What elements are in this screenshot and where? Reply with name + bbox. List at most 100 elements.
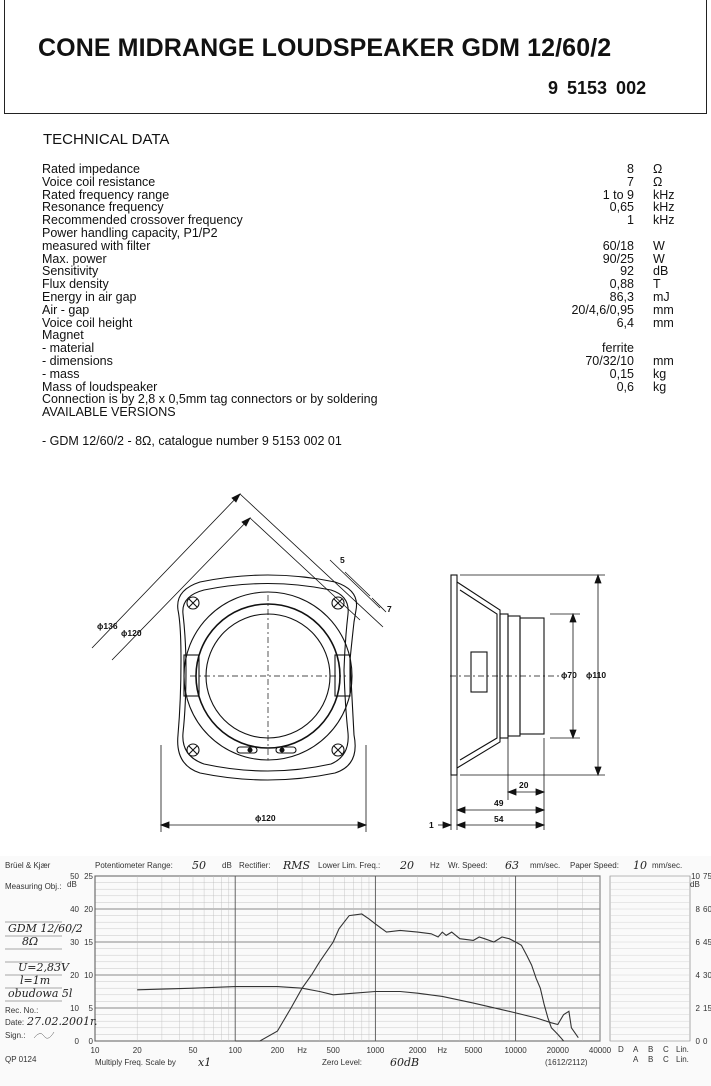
- paper-speed-unit: mm/sec.: [652, 861, 682, 870]
- spec-unit: kg: [653, 366, 667, 381]
- spec-value: 0,15: [609, 366, 634, 381]
- spec-unit: mm: [653, 353, 674, 368]
- rec-no-label: Rec. No.:: [5, 1006, 38, 1015]
- spec-unit: Ω: [653, 174, 663, 189]
- lower-lim-value: 20: [399, 859, 414, 872]
- spec-row: AVAILABLE VERSIONS: [42, 406, 682, 419]
- x-tick-label: 100: [229, 1046, 243, 1055]
- weighting-label: A: [633, 1045, 639, 1054]
- y-tick-right-outer: 75: [703, 872, 711, 881]
- rectifier-label: Rectifier:: [239, 861, 271, 870]
- y-tick-right-outer: 15: [703, 1004, 711, 1013]
- dim-d110: ϕ110: [586, 670, 606, 680]
- y-tick-left-outer: 0: [75, 1037, 80, 1046]
- y-tick-left-outer: 40: [70, 905, 79, 914]
- spec-row: Connection is by 2,8 x 0,5mm tag connect…: [42, 393, 682, 406]
- spec-row: Energy in air gap 86,3 mJ: [42, 291, 682, 304]
- spec-row: Power handling capacity, P1/P2: [42, 227, 682, 240]
- dim-54: 54: [494, 814, 504, 824]
- spec-row: - mass 0,15 kg: [42, 366, 682, 381]
- available-version-line: - GDM 12/60/2 - 8Ω, catalogue number 9 5…: [42, 434, 342, 448]
- spec-label: Sensitivity: [42, 264, 99, 279]
- spec-unit: mm: [653, 302, 674, 317]
- paper-speed-label: Paper Speed:: [570, 861, 619, 870]
- series-line-2: [137, 986, 579, 1039]
- sign-label: Sign.:: [5, 1031, 25, 1040]
- x-tick-label: 20000: [547, 1046, 570, 1055]
- spec-value: 6,4: [616, 315, 634, 330]
- spec-unit: mm: [653, 315, 674, 330]
- dim-d120-bottom: ϕ120: [255, 813, 276, 823]
- weighting-label: D: [618, 1045, 624, 1054]
- obj-line3: U=2,83V: [18, 961, 70, 974]
- technical-data-heading: TECHNICAL DATA: [43, 131, 170, 148]
- spec-label: Resonance frequency: [42, 200, 164, 215]
- y-tick-left-inner: 25: [84, 872, 93, 881]
- spec-value: 86,3: [609, 289, 634, 304]
- header-frame: [4, 0, 707, 114]
- front-view: [177, 574, 358, 781]
- spec-label: Rated impedance: [42, 162, 140, 176]
- y-tick-right-outer: 0: [703, 1037, 708, 1046]
- weighting-label: C: [663, 1045, 669, 1054]
- spec-label: measured with filter: [42, 238, 151, 253]
- dim-d70: ϕ70: [561, 670, 577, 680]
- date-value: 27.02.2001r.: [26, 1015, 98, 1028]
- dim-1: 1: [429, 820, 434, 830]
- spec-row: Rated frequency range 1 to 9 kHz: [42, 187, 682, 202]
- spec-value: 1: [627, 213, 634, 228]
- spec-value: 20/4,6/0,95: [571, 302, 634, 317]
- spec-value: 1 to 9: [602, 187, 634, 202]
- spec-label: - material: [42, 341, 95, 356]
- lower-lim-unit: Hz: [430, 861, 440, 870]
- pot-range-value: 50: [192, 859, 206, 872]
- db-label-right: dB: [690, 880, 700, 889]
- spec-value: ferrite: [602, 341, 634, 356]
- y-tick-right-inner: 0: [696, 1037, 701, 1046]
- obj-line5: obudowa 5l: [8, 987, 73, 1000]
- spec-label: Magnet: [42, 328, 84, 343]
- spec-label: Max. power: [42, 251, 107, 266]
- spec-unit: kHz: [653, 187, 675, 202]
- y-tick-right-inner: 2: [696, 1004, 701, 1013]
- spec-label: Voice coil resistance: [42, 174, 156, 189]
- spec-row: Magnet: [42, 329, 682, 342]
- spec-value: 70/32/10: [585, 353, 634, 368]
- x-tick-label: 50: [189, 1046, 198, 1055]
- spec-label: Rated frequency range: [42, 187, 170, 202]
- form-code: QP 0124: [5, 1055, 37, 1064]
- spec-unit: W: [653, 251, 665, 266]
- y-tick-left-outer: 30: [70, 938, 79, 947]
- spec-unit: mJ: [653, 289, 670, 304]
- spec-label: - mass: [42, 366, 80, 381]
- y-tick-left-outer: 50: [70, 872, 79, 881]
- x-tick-label: 500: [327, 1046, 341, 1055]
- dim-5: 5: [340, 555, 345, 565]
- spec-value: 8: [627, 162, 634, 176]
- spec-label: Air - gap: [42, 302, 90, 317]
- x-tick-label: 5000: [464, 1046, 482, 1055]
- dim-7: 7: [387, 604, 392, 614]
- y-tick-left-inner: 15: [84, 938, 93, 947]
- x-tick-label: 10000: [504, 1046, 527, 1055]
- y-tick-left-inner: 0: [89, 1037, 94, 1046]
- wr-speed-unit: mm/sec.: [530, 861, 560, 870]
- measuring-obj-label: Measuring Obj.:: [5, 882, 61, 891]
- x-tick-label: 1000: [366, 1046, 384, 1055]
- spec-value: 92: [620, 264, 634, 279]
- zero-level-value: 60dB: [390, 1056, 419, 1069]
- spec-unit: kHz: [653, 213, 675, 228]
- x-tick-label: Hz: [297, 1046, 307, 1055]
- spec-label: Mass of loudspeaker: [42, 379, 158, 394]
- db-label-left: dB: [67, 880, 77, 889]
- spec-label: Energy in air gap: [42, 289, 137, 304]
- dim-20: 20: [519, 780, 529, 790]
- y-tick-right-inner: 6: [696, 938, 701, 947]
